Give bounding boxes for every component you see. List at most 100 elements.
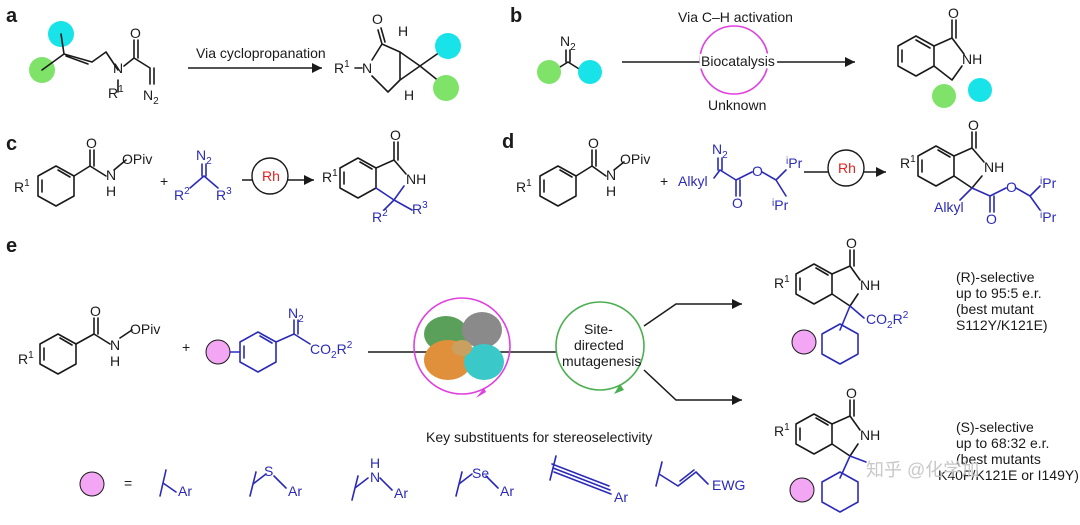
s-outcome-1: (S)-selective	[956, 419, 1034, 435]
product-h1: H	[398, 23, 408, 39]
d-ester-bonds	[713, 157, 787, 197]
atom-r1: R1	[108, 84, 124, 101]
c-r1: R1	[14, 178, 30, 195]
c-h: H	[106, 183, 116, 199]
mutagenesis-cycle-head	[614, 384, 624, 394]
d-rh-cycle	[827, 149, 865, 187]
cyan-substituent-b	[578, 60, 602, 84]
arrow-a-text: Via cyclopropanation	[196, 45, 326, 61]
b-diazo-bonds	[551, 49, 585, 73]
b-top-text: Via C–H activation	[678, 9, 793, 25]
r-co2r2: CO2R2	[866, 310, 909, 331]
s-outcome-3: (best mutants	[956, 451, 1041, 467]
c-r2: R2	[174, 186, 190, 203]
product-h2: H	[404, 87, 414, 103]
r-nh: NH	[860, 277, 880, 293]
e-n: N	[110, 337, 120, 353]
d-o: O	[588, 135, 599, 151]
b-bottom-text: Unknown	[708, 97, 766, 113]
s-blue-bonds	[839, 455, 867, 479]
d-benzene	[539, 165, 577, 207]
d-ipr2: iPr	[772, 197, 789, 213]
panel-c-label: c	[6, 133, 17, 155]
d-bonds	[543, 149, 625, 193]
mutagenesis-cycle	[555, 301, 645, 391]
green-substituent-b	[537, 60, 561, 84]
d-o2: O	[752, 163, 763, 179]
product-n: N	[362, 60, 372, 76]
mutagenesis-line-2: directed	[574, 337, 624, 353]
r-o: O	[846, 235, 857, 251]
s-phenyl	[821, 471, 859, 513]
c-rh-cycle	[251, 157, 289, 195]
arrow-d-head	[876, 167, 886, 177]
d-product-blue-bonds	[959, 185, 1041, 213]
c-pr2: R2	[372, 208, 388, 225]
d-r1: R1	[516, 178, 532, 195]
panel-b-label: b	[510, 5, 522, 27]
atom-n2: N2	[143, 87, 159, 107]
b-product-bonds	[901, 19, 965, 81]
arrow-b-head	[845, 57, 855, 67]
d-pipr1: iPr	[1040, 175, 1057, 191]
arrow-e-r-head	[732, 299, 742, 309]
d-rh: Rh	[838, 160, 856, 176]
key-pink-circle	[79, 471, 105, 497]
svg-text:EWG: EWG	[712, 477, 745, 493]
c-r3: R3	[216, 186, 232, 203]
product-a-bonds	[354, 27, 441, 93]
d-plus: +	[660, 173, 668, 189]
b-nh: NH	[962, 51, 982, 67]
c-bonds	[41, 149, 127, 193]
c-n2: N2	[196, 147, 212, 167]
s-outcome-2: up to 68:32 e.r.	[956, 435, 1049, 451]
r-outcome-4: S112Y/K121E)	[956, 317, 1048, 333]
svg-text:Ar: Ar	[614, 489, 628, 505]
s-bonds	[799, 399, 861, 457]
substrate-a-bonds-2	[117, 39, 155, 93]
product-o: O	[372, 11, 383, 27]
d-po2: O	[1006, 179, 1017, 195]
s-nh: NH	[860, 427, 880, 443]
svg-text:S: S	[264, 463, 273, 479]
e-diazo-bonds	[229, 319, 311, 359]
d-pipr2: iPr	[1040, 209, 1057, 225]
enzyme-cycle-head	[476, 388, 486, 398]
mutagenesis-line-1: Site-	[584, 321, 613, 337]
key-title: Key substituents for stereoselectivity	[426, 429, 652, 445]
s-outcome-4: K40F/K121E or I149Y)	[938, 467, 1079, 483]
e-benzene	[39, 333, 77, 375]
e-aryl-ring	[239, 331, 277, 373]
arrow-e-s-head	[732, 395, 742, 405]
r-phenyl	[821, 323, 859, 365]
c-pnh: NH	[406, 171, 426, 187]
r-product: R1 O NH CO2R2	[774, 235, 909, 365]
d-pnh: NH	[984, 159, 1004, 175]
svg-text:Se: Se	[472, 465, 489, 481]
mutagenesis-line-3: mutagenesis	[562, 353, 641, 369]
panel-c: c O N H OPiv R1 + N2 R2 R3 Rh R1 O NH R2…	[6, 127, 428, 225]
e-o: O	[90, 303, 101, 319]
watermark: 知乎 @化学加	[866, 460, 979, 480]
c-product-bonds	[343, 141, 407, 185]
arrow-c-head	[304, 175, 314, 185]
panel-d: d O N H OPiv R1 + Alkyl N2 O O iPr iPr R…	[502, 117, 1057, 227]
s-benzene	[795, 413, 833, 455]
d-opiv: OPiv	[620, 151, 650, 167]
svg-text:Ar: Ar	[178, 483, 192, 499]
b-o: O	[948, 5, 959, 21]
atom-o: O	[130, 25, 141, 41]
svg-text:Ar: Ar	[500, 483, 514, 499]
e-co2r2: CO2R2	[310, 340, 353, 361]
panel-e-label: e	[6, 235, 17, 257]
c-opiv: OPiv	[122, 151, 152, 167]
s-pink-substituent	[789, 477, 815, 503]
d-h: H	[606, 183, 616, 199]
key-sub-nhar: H N Ar	[351, 455, 408, 501]
panel-d-label: d	[502, 131, 514, 153]
arrow-e-r	[643, 303, 742, 327]
biocatalysis-cycle	[699, 25, 769, 95]
d-product-benzene	[917, 145, 955, 187]
key-sub-sear: Se Ar	[455, 465, 514, 499]
